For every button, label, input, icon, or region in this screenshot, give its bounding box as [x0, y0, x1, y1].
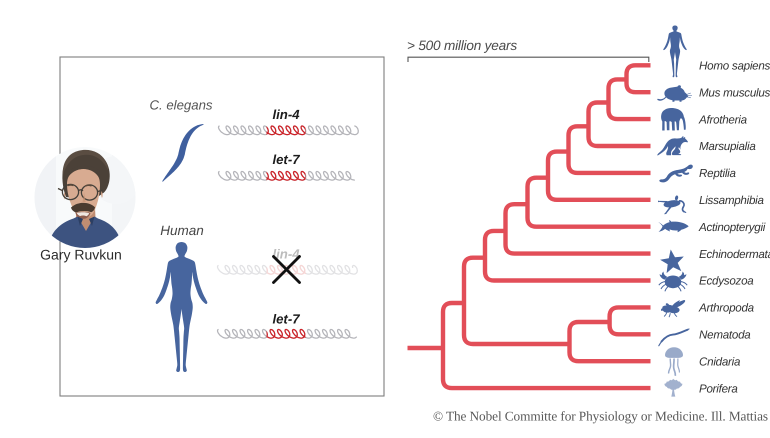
svg-text:Marsupialia: Marsupialia [699, 140, 756, 153]
svg-text:Arthropoda: Arthropoda [698, 302, 755, 315]
svg-text:Cnidaria: Cnidaria [699, 355, 741, 368]
svg-text:Ecdysozoa: Ecdysozoa [699, 275, 754, 288]
svg-text:> 500 million years: > 500 million years [407, 38, 517, 53]
svg-text:let-7: let-7 [272, 152, 300, 167]
svg-text:let-7: let-7 [272, 312, 300, 327]
svg-text:Gary Ruvkun: Gary Ruvkun [40, 247, 122, 263]
svg-text:lin-4: lin-4 [272, 107, 300, 122]
svg-text:Nematoda: Nematoda [699, 329, 751, 342]
svg-text:Homo sapiens: Homo sapiens [699, 60, 770, 73]
svg-text:Actinopterygii: Actinopterygii [698, 221, 766, 234]
svg-text:Lissamphibia: Lissamphibia [699, 194, 764, 207]
svg-text:Reptilia: Reptilia [699, 167, 736, 180]
svg-text:© The Nobel Committe for Physi: © The Nobel Committe for Physiology or M… [433, 409, 768, 424]
svg-text:Afrotheria: Afrotheria [698, 113, 748, 126]
svg-text:C. elegans: C. elegans [149, 98, 212, 113]
svg-text:Human: Human [160, 223, 204, 238]
svg-text:Mus musculus: Mus musculus [699, 86, 770, 99]
svg-text:Porifera: Porifera [699, 382, 738, 395]
svg-text:Echinodermata: Echinodermata [699, 248, 770, 261]
svg-text:lin-4: lin-4 [272, 247, 300, 262]
